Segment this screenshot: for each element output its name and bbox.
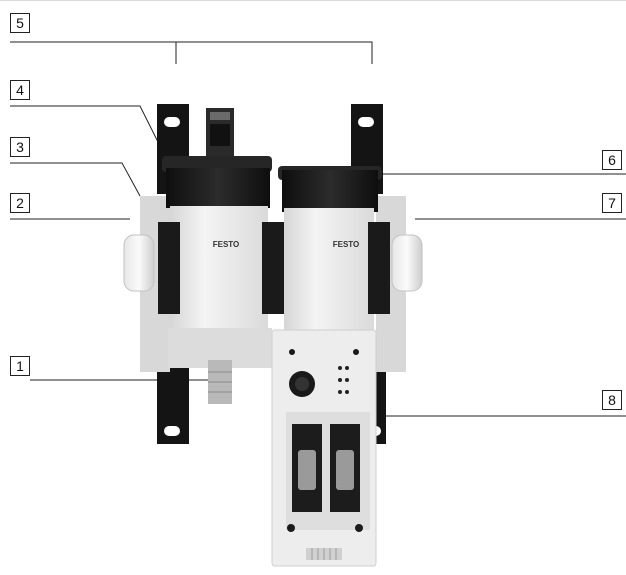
screw bbox=[289, 349, 295, 355]
screw bbox=[287, 524, 295, 532]
right-cap bbox=[282, 170, 378, 212]
brand-right: FESTO bbox=[333, 240, 360, 249]
right-body bbox=[284, 208, 374, 330]
screw bbox=[353, 349, 359, 355]
right-unit: FESTO bbox=[278, 166, 390, 330]
callout-1: 1 bbox=[10, 356, 30, 376]
electronics-module bbox=[271, 329, 377, 567]
brand-left: FESTO bbox=[213, 240, 240, 249]
bracket-left-slot-bottom bbox=[164, 426, 180, 436]
callout-7: 7 bbox=[602, 193, 622, 213]
callout-8: 8 bbox=[602, 390, 622, 410]
left-body bbox=[170, 206, 268, 330]
left-cap bbox=[166, 168, 270, 208]
leader-3 bbox=[10, 162, 141, 197]
right-clamp bbox=[368, 222, 390, 314]
leader-5 bbox=[10, 41, 373, 64]
callout-6: 6 bbox=[602, 150, 622, 170]
callout-2: 2 bbox=[10, 193, 30, 213]
callout-4: 4 bbox=[10, 80, 30, 100]
status-leds bbox=[338, 366, 349, 394]
left-clamp bbox=[158, 222, 180, 314]
left-port bbox=[123, 234, 155, 292]
bracket-left-slot-top bbox=[164, 117, 180, 127]
left-unit: FESTO bbox=[158, 156, 286, 404]
top-rule bbox=[0, 0, 626, 1]
right-port bbox=[391, 234, 423, 292]
callout-5: 5 bbox=[10, 13, 30, 33]
callout-3: 3 bbox=[10, 137, 30, 157]
screw bbox=[355, 524, 363, 532]
top-actuator bbox=[206, 108, 234, 158]
leader-4 bbox=[10, 105, 163, 151]
bracket-right-slot-top bbox=[358, 117, 374, 127]
mid-clamp bbox=[262, 222, 286, 314]
